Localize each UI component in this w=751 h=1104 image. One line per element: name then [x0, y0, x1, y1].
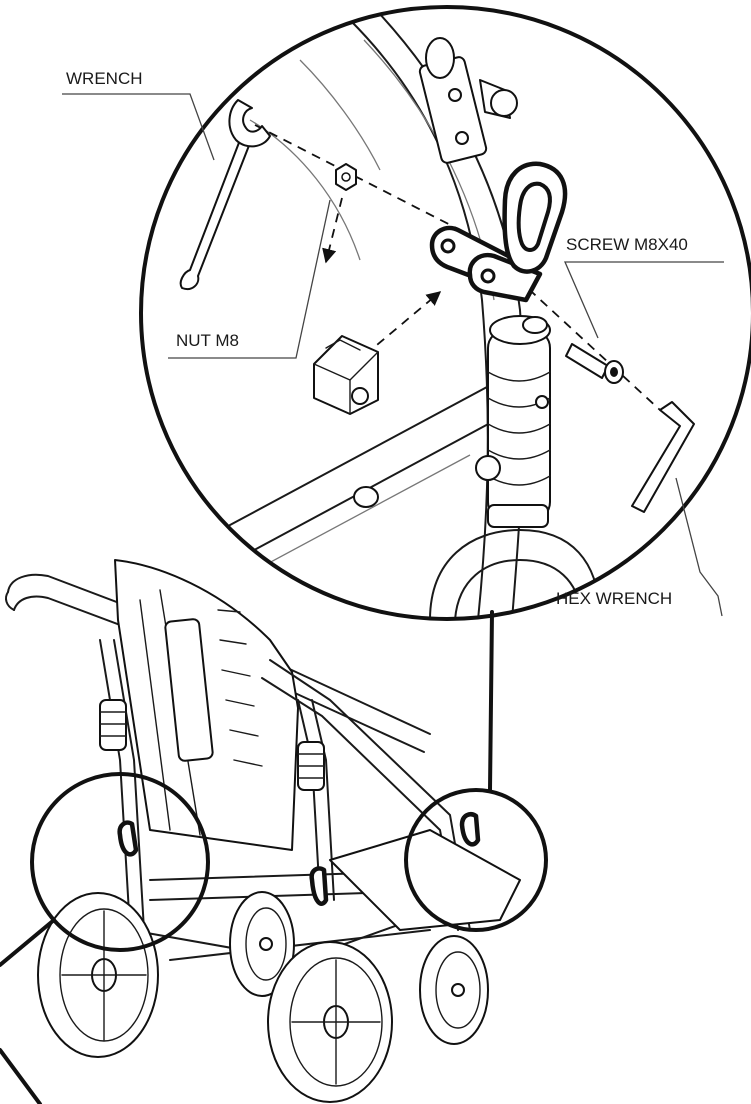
front-right-wheel [419, 935, 489, 1045]
hex-wrench-tool [631, 401, 695, 513]
label-nut: NUT M8 [168, 199, 331, 359]
label-hex-wrench-text: HEX WRENCH [556, 589, 672, 608]
rail-bushing [353, 486, 379, 508]
stroller-rear-uprights [99, 639, 335, 931]
label-wrench-text: WRENCH [66, 69, 143, 88]
clamp-block-part [313, 335, 379, 415]
assembly-dashed-lines [254, 124, 661, 411]
callout-leader-left-lower [0, 1048, 42, 1104]
backrest-frame-tube [249, 11, 525, 619]
stroller-backrest [114, 559, 299, 851]
hook-bracket-part [429, 161, 568, 303]
callout-circle-left [30, 772, 210, 952]
stroller-push-bar [5, 573, 431, 753]
label-wrench: WRENCH [62, 69, 215, 161]
label-screw: SCREW M8X40 [564, 235, 724, 339]
upper-bracket [418, 37, 518, 164]
front-left-wheel [229, 891, 295, 997]
callout-leader-left [0, 918, 56, 967]
detail-zoom-circle [139, 5, 751, 621]
stroller-seat-panel [329, 829, 521, 931]
bracket-center [309, 866, 329, 906]
rear-left-wheel [37, 892, 159, 1058]
stroller-overview [5, 559, 521, 1103]
screw-m8x40-part [565, 343, 624, 384]
suspension-spring [475, 315, 551, 528]
bracket-left [117, 820, 139, 857]
label-screw-text: SCREW M8X40 [566, 235, 688, 254]
label-hex-wrench: HEX WRENCH [556, 477, 723, 617]
rear-right-wheel [267, 941, 393, 1103]
label-nut-text: NUT M8 [176, 331, 239, 350]
detail-circle-outline [139, 5, 751, 621]
callout-circle-right [404, 788, 548, 932]
bracket-right [459, 812, 481, 847]
nut-m8-part [335, 163, 357, 191]
wrench-tool [179, 99, 271, 290]
detail-connector-line [488, 610, 494, 792]
